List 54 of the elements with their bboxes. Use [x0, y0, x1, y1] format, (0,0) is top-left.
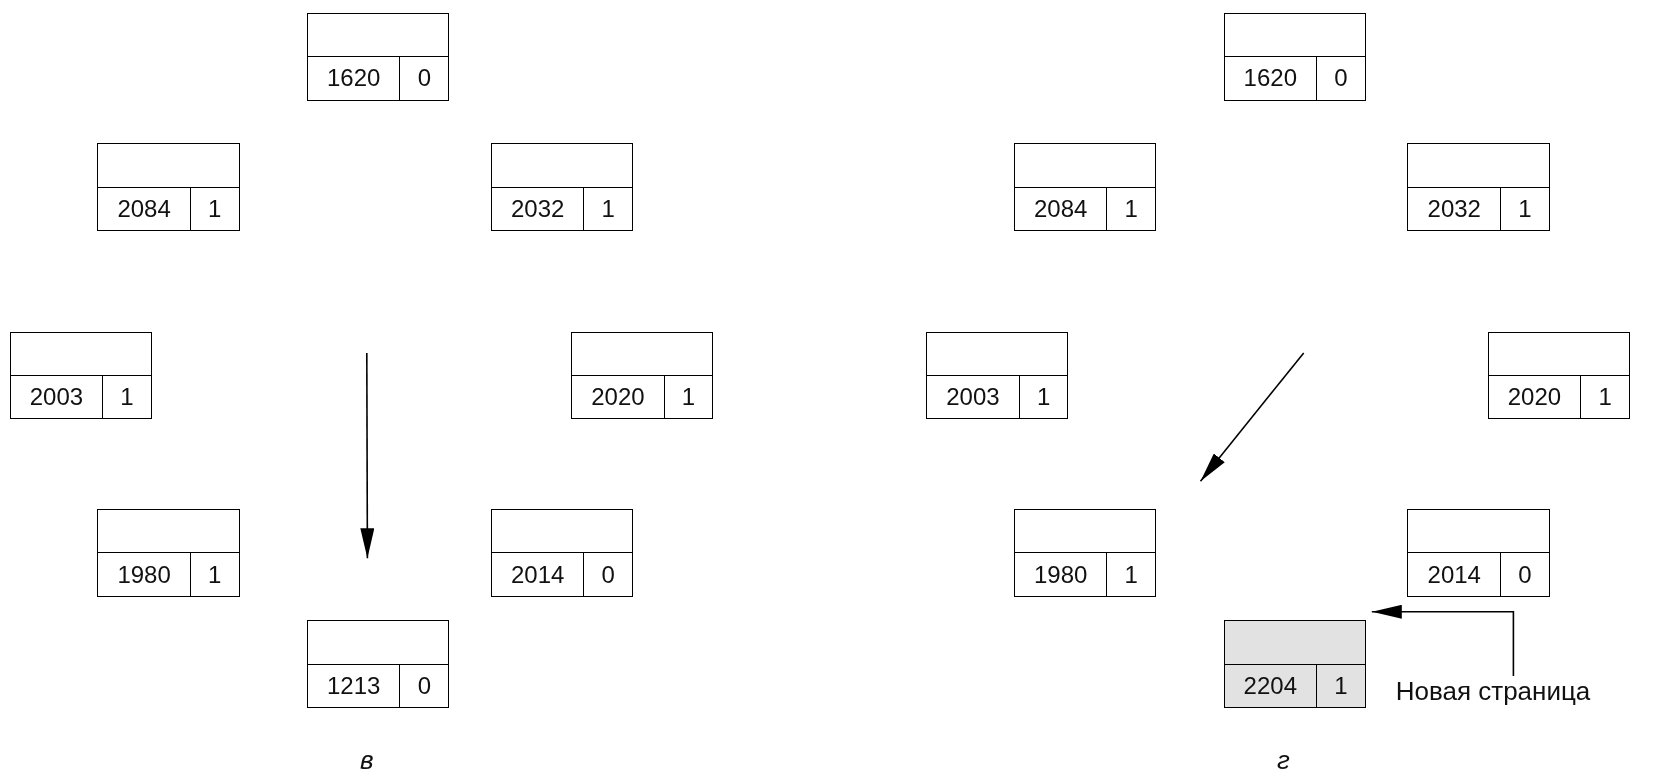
page-frame	[97, 509, 240, 597]
page-frame	[490, 509, 634, 597]
reference-bit-cell-text: 0	[1517, 559, 1533, 590]
page-number-cell: 2014	[491, 553, 585, 596]
reference-bit-cell-text: 1	[1597, 382, 1613, 413]
panel-label: г	[1277, 745, 1290, 777]
page-number-cell: 2032	[1408, 187, 1501, 230]
page-frame	[1013, 509, 1157, 597]
page-frame	[490, 143, 634, 231]
page-number-cell: 2032	[491, 187, 585, 230]
page-number-cell: 1980	[1014, 553, 1108, 596]
reference-bit-cell-text: 0	[600, 559, 616, 590]
page-number-cell: 2204	[1224, 664, 1318, 707]
reference-bit-cell-text: 1	[207, 559, 223, 590]
reference-bit-cell-text: 1	[1517, 193, 1533, 224]
page-number-cell: 2020	[572, 375, 665, 419]
page-number-cell: 2084	[1014, 187, 1108, 230]
callout-text: Новая страница	[1395, 675, 1591, 707]
reference-bit-cell-text: 1	[1035, 382, 1052, 413]
page-number-cell: 1980	[98, 553, 191, 596]
page-number-cell: 1620	[307, 57, 401, 100]
reference-bit-cell-text: 1	[1123, 193, 1139, 224]
page-number-cell: 2003	[10, 375, 104, 419]
page-frame	[1487, 331, 1630, 420]
page-frame	[1223, 620, 1366, 708]
page-frame	[1407, 509, 1550, 597]
panel-label: в	[360, 745, 374, 777]
page-number-cell: 2020	[1488, 375, 1582, 419]
reference-bit-cell-text: 1	[680, 382, 697, 413]
page-number-cell: 2084	[98, 187, 191, 230]
reference-bit-cell-text: 1	[600, 193, 616, 224]
page-number-cell: 1213	[307, 664, 401, 707]
page-frame	[1407, 143, 1550, 231]
page-frame	[306, 620, 450, 708]
reference-bit-cell-text: 1	[207, 193, 223, 224]
page-frame	[571, 331, 714, 420]
reference-bit-cell-text: 0	[416, 670, 432, 701]
page-number-cell: 2014	[1408, 553, 1501, 596]
pointer-arrow	[360, 352, 375, 560]
reference-bit-cell-text: 0	[416, 63, 432, 94]
page-frame	[1223, 12, 1366, 101]
pointer-arrow	[1199, 352, 1305, 483]
reference-bit-cell-text: 1	[119, 382, 135, 413]
page-frame	[306, 12, 450, 101]
page-frame	[9, 331, 152, 420]
page-number-cell: 2003	[927, 375, 1020, 419]
reference-bit-cell-text: 0	[1333, 63, 1349, 94]
page-frame	[926, 331, 1069, 420]
page-frame	[97, 143, 240, 231]
page-number-cell: 1620	[1224, 57, 1318, 100]
arrow	[1371, 604, 1515, 677]
reference-bit-cell-text: 1	[1123, 559, 1139, 590]
reference-bit-cell-text: 1	[1333, 670, 1349, 701]
page-frame	[1013, 143, 1157, 231]
